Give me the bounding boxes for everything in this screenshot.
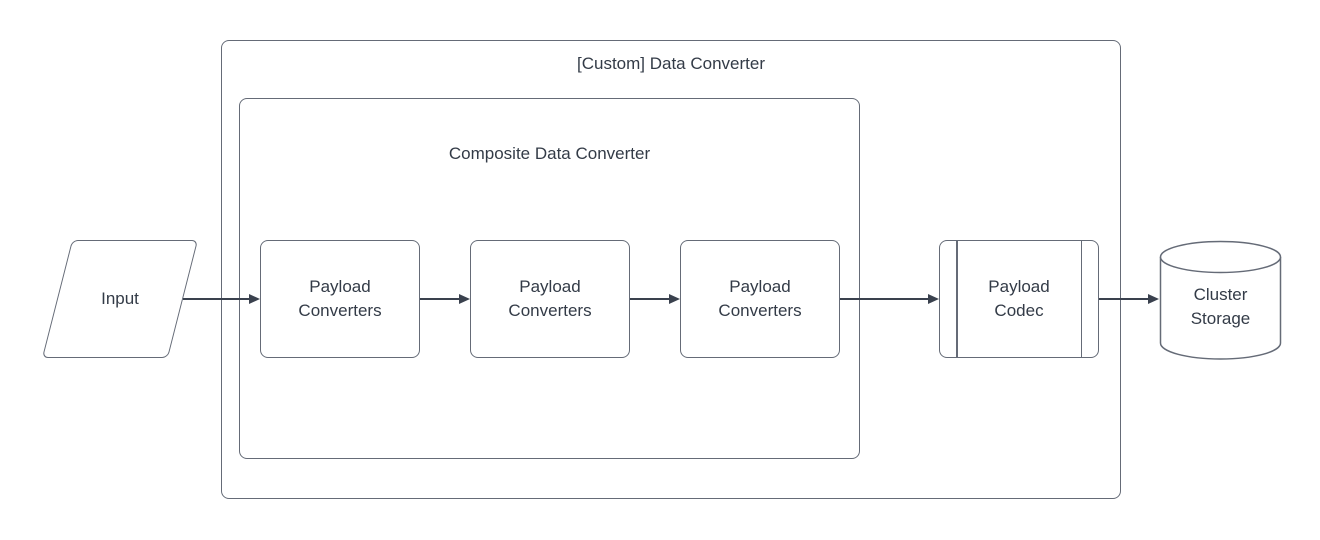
payload-converters-label-3: Payload Converters xyxy=(718,277,802,320)
codec-right-divider xyxy=(1080,241,1082,357)
arrowhead-icon xyxy=(459,294,470,304)
payload-converters-node-1: Payload Converters xyxy=(260,240,420,358)
input-node: Input xyxy=(41,240,199,358)
arrow-converter3-to-codec xyxy=(840,294,939,304)
arrow-converter2-to-converter3 xyxy=(630,294,680,304)
cylinder-shape xyxy=(1159,240,1282,360)
arrowhead-icon xyxy=(1148,294,1159,304)
payload-converters-node-3: Payload Converters xyxy=(680,240,840,358)
payload-codec-label: Payload Codec xyxy=(988,277,1050,320)
input-label: Input xyxy=(101,289,139,309)
arrow-converter1-to-converter2 xyxy=(420,294,470,304)
arrowhead-icon xyxy=(928,294,939,304)
arrowhead-icon xyxy=(249,294,260,304)
arrow-codec-to-storage xyxy=(1099,294,1159,304)
cluster-storage-label: Cluster Storage xyxy=(1190,285,1251,328)
arrow-input-to-converter1 xyxy=(183,294,260,304)
codec-left-divider xyxy=(956,241,958,357)
arrowhead-icon xyxy=(669,294,680,304)
custom-data-converter-title: [Custom] Data Converter xyxy=(576,54,765,73)
payload-converters-label-2: Payload Converters xyxy=(508,277,592,320)
payload-converters-node-2: Payload Converters xyxy=(470,240,630,358)
payload-codec-node: Payload Codec xyxy=(939,240,1099,358)
cluster-storage-node: Cluster Storage xyxy=(1159,240,1282,360)
composite-data-converter-title: Composite Data Converter xyxy=(448,144,651,163)
payload-converters-label-1: Payload Converters xyxy=(298,277,382,320)
